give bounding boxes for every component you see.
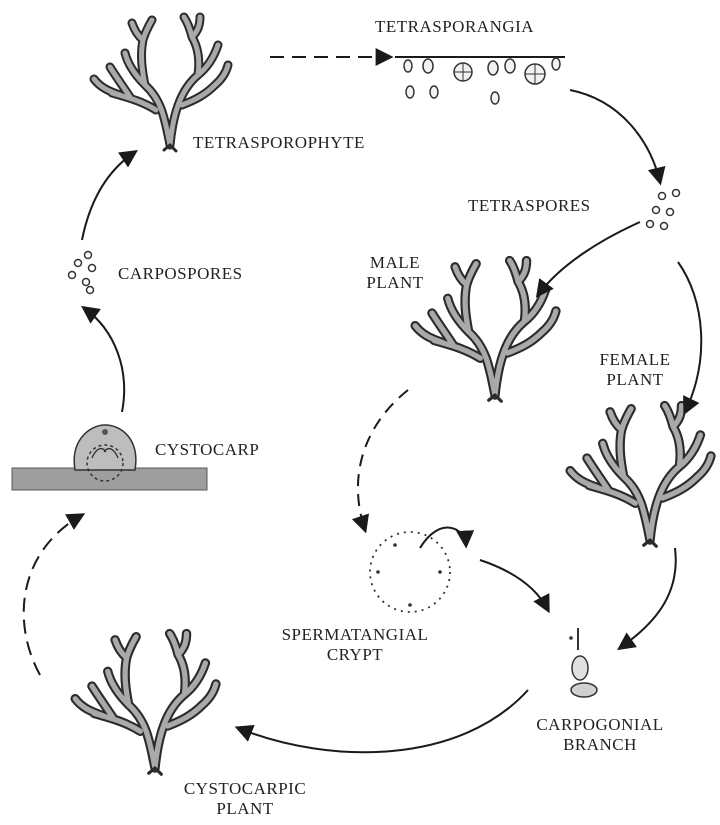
label-female-plant: FEMALE PLANT <box>585 350 685 390</box>
label-carpospores: CARPOSPORES <box>118 264 243 284</box>
label-female-line-1: FEMALE <box>585 350 685 370</box>
tetrasporangia-figure <box>395 57 565 104</box>
label-tetrasporangia: TETRASPORANGIA <box>375 17 534 37</box>
label-male-plant: MALE PLANT <box>355 253 435 293</box>
female-plant <box>570 406 711 547</box>
label-spermatangial-line-2: CRYPT <box>245 645 465 665</box>
label-carpogonial-line-2: BRANCH <box>505 735 695 755</box>
label-cystocarpic-plant: CYSTOCARPIC PLANT <box>155 779 335 819</box>
label-cystocarp: CYSTOCARP <box>155 440 259 460</box>
tetrasporophyte-plant <box>94 17 228 151</box>
label-male-line-2: PLANT <box>355 273 435 293</box>
carpogonial-branch-figure <box>569 628 597 697</box>
spermatangial-crypt-figure <box>370 532 450 612</box>
male-plant <box>415 261 556 402</box>
cystocarpic-plant <box>75 634 216 775</box>
tetraspores-cluster <box>647 190 680 230</box>
label-male-line-1: MALE <box>355 253 435 273</box>
label-spermatangial-line-1: SPERMATANGIAL <box>245 625 465 645</box>
carpospores-cluster <box>69 252 96 294</box>
label-carpogonial-branch: CARPOGONIAL BRANCH <box>505 715 695 755</box>
label-spermatangial-crypt: SPERMATANGIAL CRYPT <box>245 625 465 665</box>
label-carpogonial-line-1: CARPOGONIAL <box>505 715 695 735</box>
label-female-line-2: PLANT <box>585 370 685 390</box>
label-cystocarpic-line-2: PLANT <box>155 799 335 819</box>
label-cystocarpic-line-1: CYSTOCARPIC <box>155 779 335 799</box>
label-tetraspores: TETRASPORES <box>468 196 591 216</box>
label-tetrasporophyte: TETRASPOROPHYTE <box>193 133 365 153</box>
